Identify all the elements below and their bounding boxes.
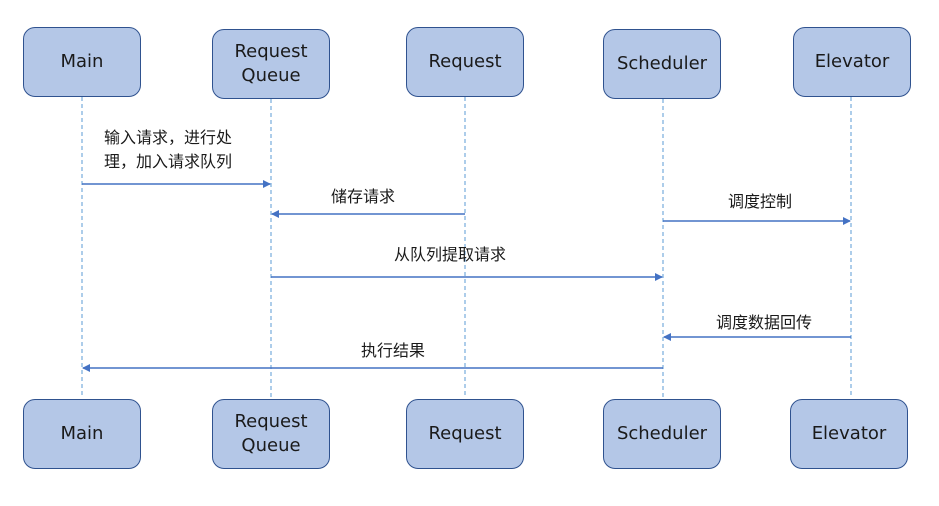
message-label-dispatch-control: 调度控制 <box>728 192 793 211</box>
message-label-execution-result: 执行结果 <box>361 341 426 360</box>
participant-scheduler-bottom: Scheduler <box>603 399 721 469</box>
message-label-input-request: 输入请求，进行处 理，加入请求队列 <box>104 128 233 171</box>
participant-queue-bottom: Request Queue <box>212 399 330 469</box>
message-label-dispatch-feedback: 调度数据回传 <box>716 313 813 332</box>
message-label-fetch-request: 从队列提取请求 <box>394 245 507 264</box>
participant-queue-top: Request Queue <box>212 29 330 99</box>
participant-request-top: Request <box>406 27 524 97</box>
message-label-store-request: 储存请求 <box>331 187 396 206</box>
participant-request-bottom: Request <box>406 399 524 469</box>
participant-main-bottom: Main <box>23 399 141 469</box>
participant-scheduler-top: Scheduler <box>603 29 721 99</box>
participant-elevator-bottom: Elevator <box>790 399 908 469</box>
participant-elevator-top: Elevator <box>793 27 911 97</box>
participant-main-top: Main <box>23 27 141 97</box>
